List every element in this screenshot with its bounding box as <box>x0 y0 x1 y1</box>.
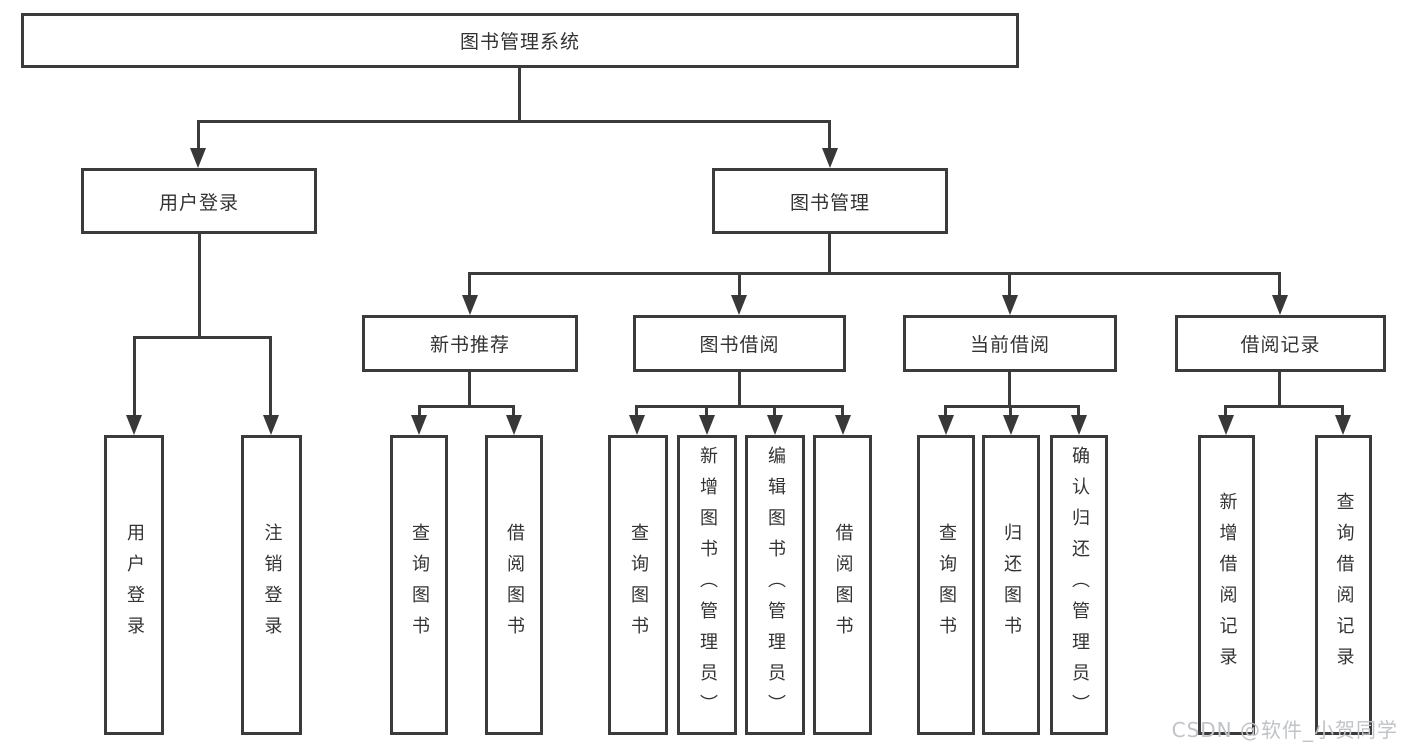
leaf-edit-books-admin: 编辑图书（管理员） <box>745 435 805 735</box>
node-label: 注销登录 <box>261 523 283 647</box>
connector <box>133 336 136 415</box>
node-borrow-records: 借阅记录 <box>1175 315 1386 372</box>
connector <box>1278 372 1281 405</box>
node-label: 图书借阅 <box>699 334 780 356</box>
leaf-query-borrow-record: 查询借阅记录 <box>1315 435 1372 735</box>
connector <box>133 336 272 339</box>
connector <box>1008 272 1011 295</box>
arrowhead <box>1071 415 1087 435</box>
leaf-return-books: 归还图书 <box>982 435 1040 735</box>
connector <box>944 405 1080 408</box>
leaf-borrow-books: 借阅图书 <box>813 435 872 735</box>
arrowhead <box>835 415 851 435</box>
node-label: 查询借阅记录 <box>1333 492 1355 678</box>
connector <box>828 120 831 148</box>
arrowhead <box>938 415 954 435</box>
connector <box>512 405 515 415</box>
node-label: 新书推荐 <box>429 334 510 356</box>
connector <box>1008 372 1011 405</box>
node-label: 编辑图书（管理员） <box>765 445 786 725</box>
connector <box>1009 405 1012 415</box>
node-current-borrow: 当前借阅 <box>903 315 1117 372</box>
connector <box>198 234 201 336</box>
node-new-book-recommend: 新书推荐 <box>362 315 578 372</box>
connector <box>468 372 471 405</box>
connector <box>1224 405 1343 408</box>
connector <box>468 272 1280 275</box>
node-label: 查询图书 <box>628 523 649 647</box>
connector <box>418 405 421 415</box>
connector <box>738 272 741 295</box>
node-label: 查询图书 <box>936 523 957 647</box>
arrowhead <box>1002 295 1018 315</box>
connector <box>197 120 200 148</box>
leaf-query-books-borrow: 查询图书 <box>608 435 668 735</box>
connector <box>841 405 844 415</box>
connector <box>1224 405 1227 415</box>
arrowhead <box>1003 415 1019 435</box>
connector <box>468 272 471 295</box>
leaf-user-login: 用户登录 <box>104 435 164 735</box>
leaf-confirm-return-admin: 确认归还（管理员） <box>1050 435 1108 735</box>
node-label: 新增图书（管理员） <box>697 445 718 725</box>
connector <box>944 405 947 415</box>
connector <box>828 234 831 272</box>
arrowhead <box>190 148 206 168</box>
connector <box>635 405 638 415</box>
arrowhead <box>411 415 427 435</box>
connector <box>418 405 514 408</box>
leaf-add-borrow-record: 新增借阅记录 <box>1198 435 1255 735</box>
connector <box>1278 272 1281 295</box>
connector <box>635 405 843 408</box>
watermark: CSDN @软件_小贺同学 <box>1171 718 1398 742</box>
arrowhead <box>1218 415 1234 435</box>
arrowhead <box>462 295 478 315</box>
arrowhead <box>126 415 142 435</box>
node-label: 用户登录 <box>158 191 239 214</box>
connector <box>773 405 776 415</box>
node-label: 借阅图书 <box>832 523 854 647</box>
arrowhead <box>822 148 838 168</box>
node-label: 借阅记录 <box>1240 334 1321 356</box>
connector <box>738 372 741 405</box>
connector <box>1077 405 1080 415</box>
node-label: 用户登录 <box>124 523 145 647</box>
connector <box>197 120 831 123</box>
arrowhead <box>1272 295 1288 315</box>
arrowhead <box>629 415 645 435</box>
connector <box>1341 405 1344 415</box>
node-user-login: 用户登录 <box>81 168 317 234</box>
connector <box>705 405 708 415</box>
node-book-management: 图书管理 <box>712 168 948 234</box>
arrowhead <box>767 415 783 435</box>
node-label: 图书管理系统 <box>459 31 580 53</box>
arrowhead <box>731 295 747 315</box>
node-label: 当前借阅 <box>969 334 1050 356</box>
leaf-logout: 注销登录 <box>241 435 302 735</box>
node-book-borrow: 图书借阅 <box>633 315 846 372</box>
leaf-borrow-books-recommend: 借阅图书 <box>485 435 543 735</box>
leaf-query-books-recommend: 查询图书 <box>390 435 448 735</box>
connector <box>518 68 521 120</box>
arrowhead <box>699 415 715 435</box>
leaf-query-books-current: 查询图书 <box>917 435 975 735</box>
node-label: 确认归还（管理员） <box>1069 445 1090 725</box>
node-label: 新增借阅记录 <box>1216 492 1238 678</box>
node-label: 归还图书 <box>1001 523 1022 647</box>
node-label: 借阅图书 <box>504 523 525 647</box>
arrowhead <box>506 415 522 435</box>
arrowhead <box>263 415 279 435</box>
node-label: 查询图书 <box>409 523 430 647</box>
node-library-management-system: 图书管理系统 <box>21 13 1019 68</box>
arrowhead <box>1335 415 1351 435</box>
node-label: 图书管理 <box>789 191 870 214</box>
connector <box>269 336 272 415</box>
leaf-add-books-admin: 新增图书（管理员） <box>677 435 737 735</box>
